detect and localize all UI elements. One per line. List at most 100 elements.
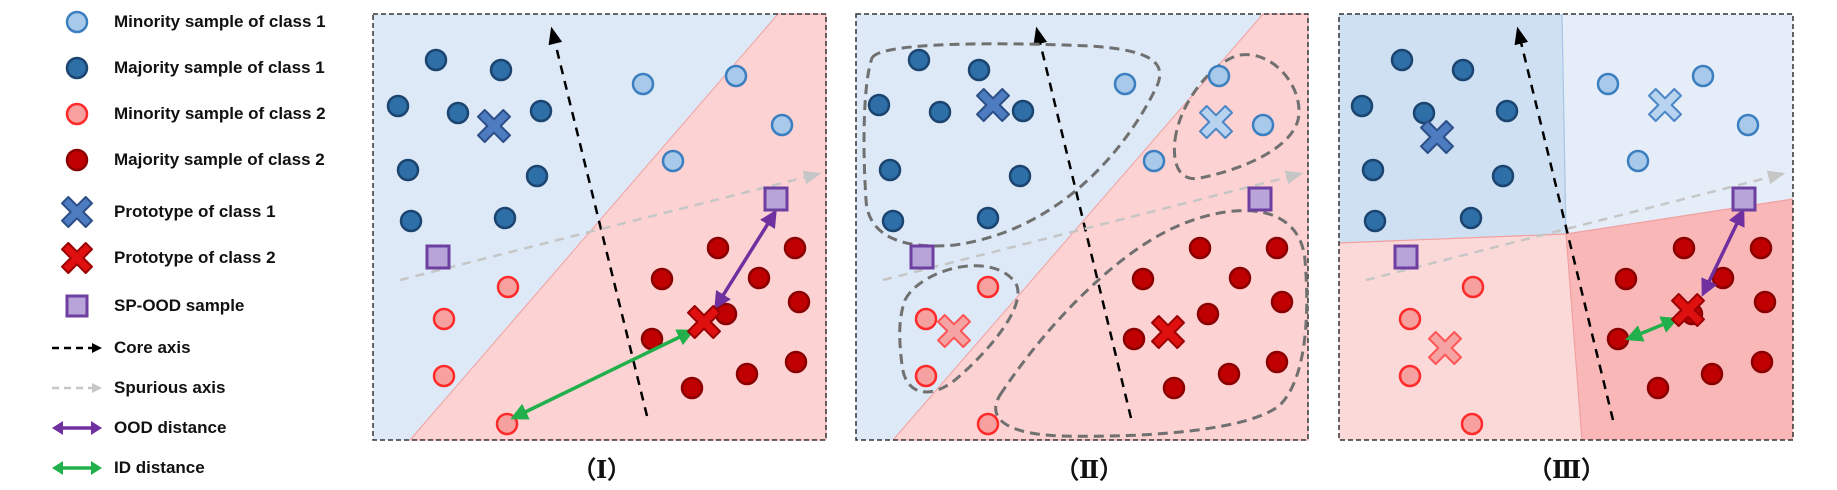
sp-ood-sample xyxy=(763,186,789,212)
minority-class2-point xyxy=(1398,307,1422,331)
sp-ood-sample xyxy=(425,244,451,270)
cross-icon xyxy=(50,240,104,276)
prototype-class1-marker xyxy=(477,109,511,143)
majority-class2-point xyxy=(1131,267,1155,291)
majority-class2-point xyxy=(1646,376,1670,400)
minority-class2-point xyxy=(976,412,1000,436)
legend-label: Majority sample of class 1 xyxy=(114,58,325,77)
legend-item-spood: SP-OOD sample xyxy=(50,288,244,324)
panel-1-label: （Ⅰ） xyxy=(572,455,632,484)
panel-3-boundary-left xyxy=(1338,233,1567,244)
majority-class2-point xyxy=(784,350,808,374)
majority-class1-point xyxy=(399,209,423,233)
panel-2-cluster-minority-2 xyxy=(898,264,1020,394)
minority-class2-point xyxy=(432,307,456,331)
minority-class1-point xyxy=(1736,113,1760,137)
minority-class2-point xyxy=(1398,364,1422,388)
panel-2 xyxy=(855,13,1309,441)
minority-class1-point xyxy=(1691,64,1715,88)
dashed-arrow-icon xyxy=(50,370,104,406)
panel-2-cluster-majority-2 xyxy=(994,209,1309,438)
majority-class1-point xyxy=(1451,58,1475,82)
majority-class2-point xyxy=(1700,362,1724,386)
cross-icon xyxy=(50,194,104,230)
panel-3-label: （Ⅲ） xyxy=(1528,455,1606,484)
ood-distance-arrow xyxy=(1701,208,1745,297)
sp-ood-sample xyxy=(909,244,935,270)
prototype-minority-class2-marker xyxy=(937,314,971,348)
id-distance-arrow xyxy=(510,329,695,420)
minority-class1-point xyxy=(1596,72,1620,96)
majority-class2-point xyxy=(1265,236,1289,260)
majority-class1-point xyxy=(1008,164,1032,188)
panel-1 xyxy=(372,13,827,441)
minority-class2-point xyxy=(432,364,456,388)
majority-class2-point xyxy=(787,290,811,314)
majority-class2-point xyxy=(1672,236,1696,260)
panel-3-spurious-axis xyxy=(1365,170,1786,282)
dashed-arrow-icon xyxy=(50,330,104,366)
square-icon xyxy=(50,288,104,324)
majority-class1-point xyxy=(386,94,410,118)
minority-class1-point xyxy=(1251,113,1275,137)
majority-class1-point xyxy=(1011,99,1035,123)
minority-class1-point xyxy=(724,64,748,88)
majority-class1-point xyxy=(489,58,513,82)
legend-item-ood: OOD distance xyxy=(50,410,226,446)
majority-class2-point xyxy=(1162,376,1186,400)
panel-3-points xyxy=(1350,48,1777,436)
legend-item-spur: Spurious axis xyxy=(50,370,225,406)
minority-class1-point xyxy=(770,113,794,137)
circle-icon xyxy=(50,50,104,86)
majority-class2-point xyxy=(1217,362,1241,386)
panel-3 xyxy=(1338,13,1794,441)
majority-class2-point xyxy=(735,362,759,386)
legend-label: Majority sample of class 2 xyxy=(114,150,325,169)
id-distance-arrow xyxy=(1625,316,1679,342)
legend-label: Minority sample of class 1 xyxy=(114,12,326,31)
majority-class1-point xyxy=(976,206,1000,230)
majority-class2-point xyxy=(1606,327,1630,351)
majority-class1-point xyxy=(396,158,420,182)
panel-2-core-axis xyxy=(1033,26,1133,419)
panel-2-label: （Ⅱ） xyxy=(1055,455,1124,484)
panel-3-region-minority-1 xyxy=(1562,14,1793,234)
legend-label: Spurious axis xyxy=(114,378,226,397)
prototype-class2-marker xyxy=(1151,315,1185,349)
legend-label: SP-OOD sample xyxy=(114,296,245,315)
minority-class2-point xyxy=(1461,275,1485,299)
minority-class1-point xyxy=(1142,149,1166,173)
prototype-class2-marker xyxy=(687,305,721,339)
circle-icon xyxy=(50,96,104,132)
panel-3-boundary-top xyxy=(1561,13,1567,235)
majority-class1-point xyxy=(525,164,549,188)
panel-1-spurious-axis xyxy=(399,170,822,282)
legend-item-maj2: Majority sample of class 2 xyxy=(50,142,325,178)
majority-class1-point xyxy=(424,48,448,72)
sp-ood-sample xyxy=(1247,186,1273,212)
legend-item-maj1: Majority sample of class 1 xyxy=(50,50,325,86)
majority-class1-point xyxy=(1363,209,1387,233)
majority-class2-point xyxy=(1753,290,1777,314)
minority-class2-point xyxy=(914,364,938,388)
minority-class1-point xyxy=(631,72,655,96)
majority-class1-point xyxy=(1390,48,1414,72)
panel-3-border xyxy=(1338,13,1794,441)
legend-label: Core axis xyxy=(114,338,191,357)
legend-label: ID distance xyxy=(114,458,205,477)
legend-label: Prototype of class 1 xyxy=(114,202,276,221)
majority-class1-point xyxy=(529,99,553,123)
majority-class2-point xyxy=(1122,327,1146,351)
circle-icon xyxy=(50,142,104,178)
majority-class2-point xyxy=(1270,290,1294,314)
majority-class1-point xyxy=(1350,94,1374,118)
majority-class2-point xyxy=(706,236,730,260)
panel-2-spurious-axis xyxy=(882,170,1304,282)
majority-class1-point xyxy=(878,158,902,182)
minority-class1-point xyxy=(1626,149,1650,173)
majority-class1-point xyxy=(1491,164,1515,188)
majority-class1-point xyxy=(446,101,470,125)
majority-class2-point xyxy=(1196,302,1220,326)
minority-class1-point xyxy=(1207,64,1231,88)
